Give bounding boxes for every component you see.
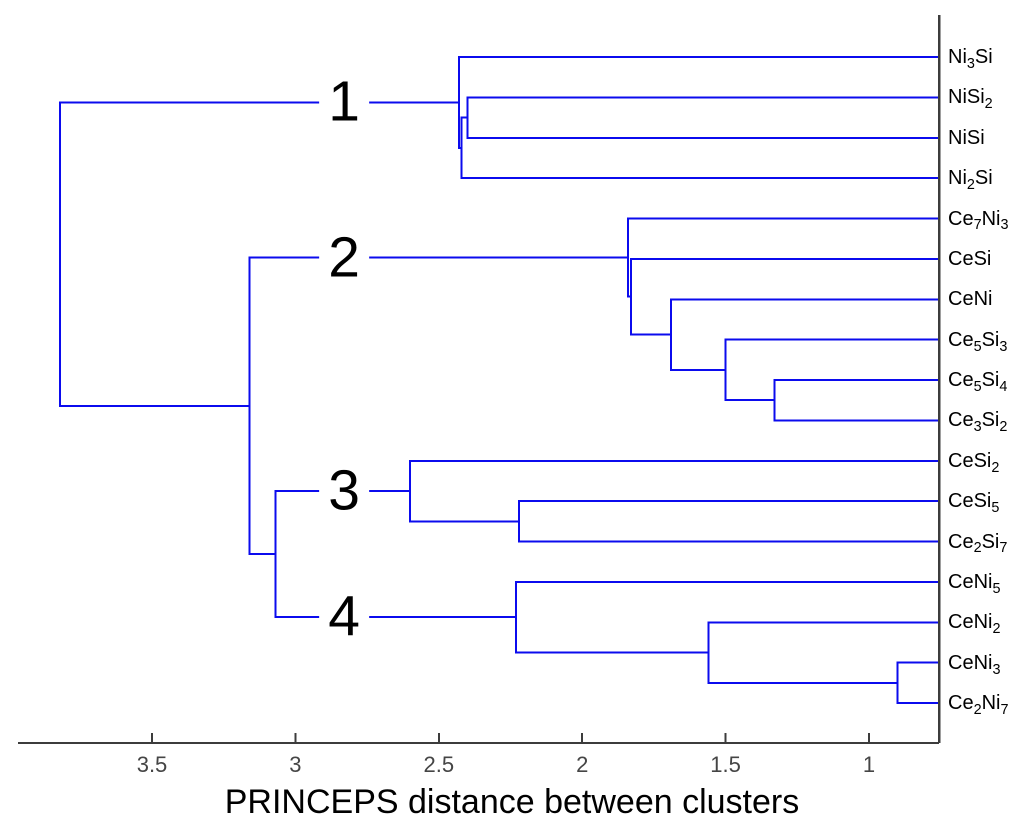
formula-subscript: 3: [1000, 217, 1009, 234]
dendrogram-link: [457, 56, 939, 149]
formula-text: Si: [981, 530, 1000, 553]
leaf-label: CeSi: [948, 249, 991, 269]
formula-text: Si: [981, 328, 1000, 351]
dendrogram-link: [518, 500, 939, 543]
dendrogram-link: [773, 379, 939, 422]
formula-text: NiSi: [948, 126, 985, 149]
dendrogram-link: [460, 116, 939, 180]
formula-text: Ce: [948, 530, 974, 553]
leaf-label: Ce3Si2: [948, 409, 1007, 434]
formula-text: Ni: [948, 167, 967, 190]
leaf-label: Ce2Si7: [948, 530, 1007, 556]
formula-subscript: 2: [984, 96, 993, 113]
formula-subscript: 2: [973, 540, 982, 557]
formula-subscript: 5: [973, 378, 982, 395]
x-tick-label: 3.5: [137, 752, 168, 777]
formula-text: NiSi: [948, 86, 985, 109]
leaf-label: CeNi: [948, 289, 992, 309]
formula-text: CeNi: [948, 611, 993, 634]
leaf-label: CeNi3: [948, 651, 1000, 677]
formula-text: Ni: [981, 692, 1001, 714]
leaf-label: CeNi5: [948, 570, 1000, 596]
dendrogram-link: [896, 661, 939, 704]
dendrogram-link: [466, 96, 939, 139]
leaf-label: Ce7Ni3: [948, 207, 1009, 233]
x-tick-label: 2.5: [424, 752, 455, 777]
cluster-label: 1: [319, 73, 369, 131]
leaf-label: CeSi5: [948, 490, 999, 515]
formula-text: CeSi: [948, 247, 992, 270]
cluster-label: 2: [319, 229, 369, 287]
formula-text: Ce: [948, 692, 974, 714]
formula-text: CeNi: [948, 570, 993, 593]
formula-text: Ce: [948, 328, 974, 351]
leaf-label: Ce5Si3: [948, 328, 1007, 354]
formula-text: Ni: [948, 46, 967, 68]
cluster-label: 4: [319, 588, 369, 646]
cluster-label: 3: [319, 462, 369, 520]
leaf-label: Ni3Si: [948, 46, 993, 71]
leaf-label: NiSi: [948, 128, 985, 148]
formula-subscript: 2: [999, 419, 1008, 436]
formula-subscript: 4: [999, 378, 1008, 395]
dendrogram-link: [724, 338, 939, 402]
dendrogram-link: [627, 217, 939, 298]
leaf-label: Ni2Si: [948, 167, 993, 192]
formula-subscript: 3: [992, 661, 1001, 678]
formula-text: Ce: [948, 409, 974, 432]
formula-text: CeSi: [948, 490, 992, 513]
x-tick-label: 1.5: [710, 752, 741, 777]
formula-subscript: 3: [999, 338, 1008, 355]
formula-text: CeNi: [948, 288, 993, 311]
leaf-label: Ce2Ni7: [948, 692, 1009, 717]
dendrogram-link: [515, 580, 939, 654]
leaf-label: CeSi2: [948, 449, 999, 475]
formula-subscript: 5: [991, 500, 1000, 517]
formula-text: Si: [981, 409, 1000, 432]
formula-subscript: 7: [973, 217, 982, 234]
formula-subscript: 2: [973, 701, 982, 718]
leaf-label: CeNi2: [948, 611, 1000, 636]
formula-subscript: 5: [973, 338, 982, 355]
formula-subscript: 7: [1000, 701, 1009, 718]
x-tick-label: 2: [576, 752, 588, 777]
formula-text: Si: [974, 46, 993, 68]
formula-subscript: 5: [992, 580, 1001, 597]
formula-subscript: 3: [973, 419, 982, 436]
formula-subscript: 2: [966, 177, 975, 194]
x-tick-label: 3: [289, 752, 301, 777]
formula-text: Ce: [948, 207, 974, 230]
formula-subscript: 2: [991, 459, 1000, 476]
dendrogram-link: [248, 256, 629, 556]
formula-text: Si: [974, 167, 993, 190]
dendrogram-link: [670, 298, 939, 371]
formula-text: Si: [981, 369, 1000, 391]
formula-subscript: 7: [999, 540, 1008, 557]
dendrogram-link: [409, 459, 939, 523]
dendrogram-link: [707, 621, 939, 684]
formula-text: CeSi: [948, 449, 992, 472]
dendrogram-link: [629, 257, 939, 336]
formula-subscript: 2: [992, 621, 1001, 638]
leaf-label: NiSi2: [948, 86, 993, 111]
formula-subscript: 3: [966, 55, 975, 72]
dendrogram-link: [59, 101, 459, 407]
formula-text: Ce: [948, 369, 974, 391]
leaf-label: Ce5Si4: [948, 369, 1007, 394]
x-axis-label: PRINCEPS distance between clusters: [224, 783, 800, 821]
dendrogram-link: [274, 490, 517, 619]
x-tick-label: 1: [863, 752, 875, 777]
formula-text: Ni: [981, 207, 1001, 230]
formula-text: CeNi: [948, 651, 993, 674]
